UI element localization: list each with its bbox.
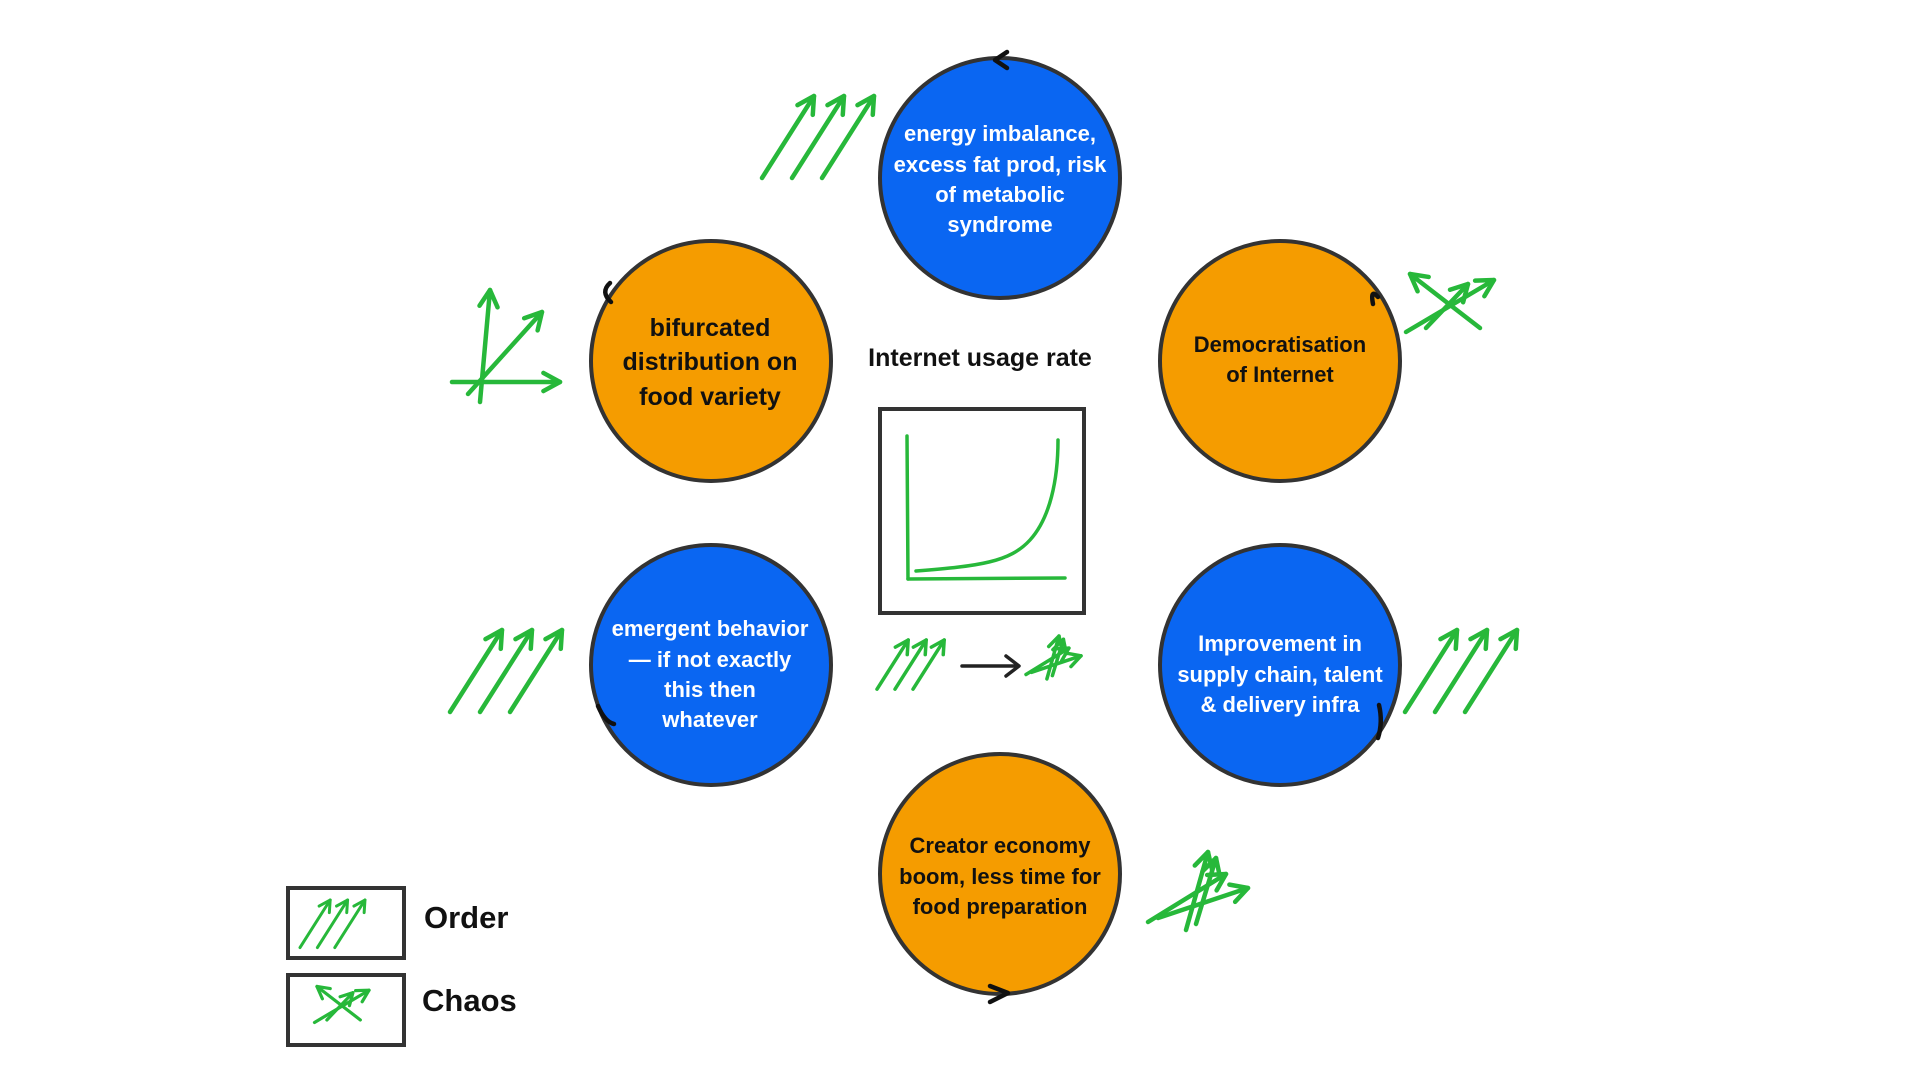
node-creator-circle <box>878 752 1122 996</box>
node-bifurcated-label: bifurcated distribution on food variety <box>590 305 830 420</box>
order-arrows-icon <box>447 627 565 715</box>
order-arrows-icon <box>1402 627 1520 715</box>
order-arrows-icon <box>298 898 367 950</box>
node-democratisation-circle <box>1158 239 1402 483</box>
node-creator-line-1: Creator economy <box>909 833 1091 859</box>
plot-x-axis <box>906 576 1067 581</box>
node-energy-line-3: of metabolic <box>935 182 1065 207</box>
node-creator-line-2: boom, less time for <box>899 863 1101 889</box>
center-title: Internet usage rate <box>868 344 1092 372</box>
node-democratisation-line-1: Democratisation <box>1193 331 1367 357</box>
node-supply-line-2: supply chain, talent <box>1177 661 1383 687</box>
node-democratisation-label: Democratisation of Internet <box>1160 320 1400 400</box>
node-supply-line-1: Improvement in <box>1198 631 1362 657</box>
node-emergent-line-2: — if not exactly <box>628 646 792 672</box>
node-bifurcated-line-1: bifurcated <box>649 313 771 342</box>
legend-chaos-box <box>286 973 406 1047</box>
node-emergent-label: emergent behavior — if not exactly this … <box>590 605 830 745</box>
chaos-arrows-icon <box>1024 634 1083 681</box>
plot-growth-curve <box>914 438 1060 573</box>
legend-chaos-label: Chaos <box>422 983 517 1018</box>
cycle-arrowhead-icon <box>992 49 1010 71</box>
order-arrows-icon <box>875 638 946 691</box>
axes-icon <box>449 287 563 405</box>
legend <box>286 886 406 1047</box>
cycle-arrowhead-icon <box>987 983 1011 1005</box>
node-energy-label: energy imbalance, excess fat prod, risk … <box>880 115 1120 245</box>
transition-arrow-icon <box>960 654 1021 678</box>
node-emergent-circle <box>589 543 833 787</box>
plot-frame <box>878 407 1086 615</box>
order-to-chaos-transition <box>875 634 1083 691</box>
plot-y-axis <box>905 434 910 581</box>
order-arrows-icon <box>759 93 877 181</box>
node-energy-line-2: excess fat prod, risk <box>893 151 1107 177</box>
node-supply-label: Improvement in supply chain, talent & de… <box>1160 620 1400 730</box>
legend-order-box <box>286 886 406 960</box>
internet-usage-plot <box>878 407 1086 615</box>
chaos-arrows-icon <box>312 984 371 1025</box>
node-bifurcated-line-2: distribution on <box>622 348 798 377</box>
cycle-arrowhead-icon <box>1369 291 1381 307</box>
node-energy-line-1: energy imbalance, <box>904 121 1096 147</box>
node-supply-line-3: & delivery infra <box>1200 692 1360 718</box>
chaos-arrows-icon <box>1145 849 1251 933</box>
node-emergent-line-1: emergent behavior <box>611 616 809 642</box>
legend-order-label: Order <box>424 900 509 935</box>
chaos-arrows-icon <box>1403 271 1497 335</box>
node-creator-label: Creator economy boom, less time for food… <box>878 822 1122 932</box>
node-supply-circle <box>1158 543 1402 787</box>
node-emergent-line-4: whatever <box>662 707 758 733</box>
cycle-arrowhead-icon <box>603 280 614 305</box>
node-bifurcated-circle <box>589 239 833 483</box>
node-democratisation-line-2: of Internet <box>1226 362 1334 387</box>
cycle-arrowhead-icon <box>595 703 617 727</box>
node-creator-line-3: food preparation <box>912 894 1088 920</box>
node-bifurcated-line-3: food variety <box>639 382 781 411</box>
node-energy-line-4: syndrome <box>947 212 1053 238</box>
node-emergent-line-3: this then <box>664 677 756 702</box>
cycle-arrowhead-icon <box>1375 702 1383 741</box>
